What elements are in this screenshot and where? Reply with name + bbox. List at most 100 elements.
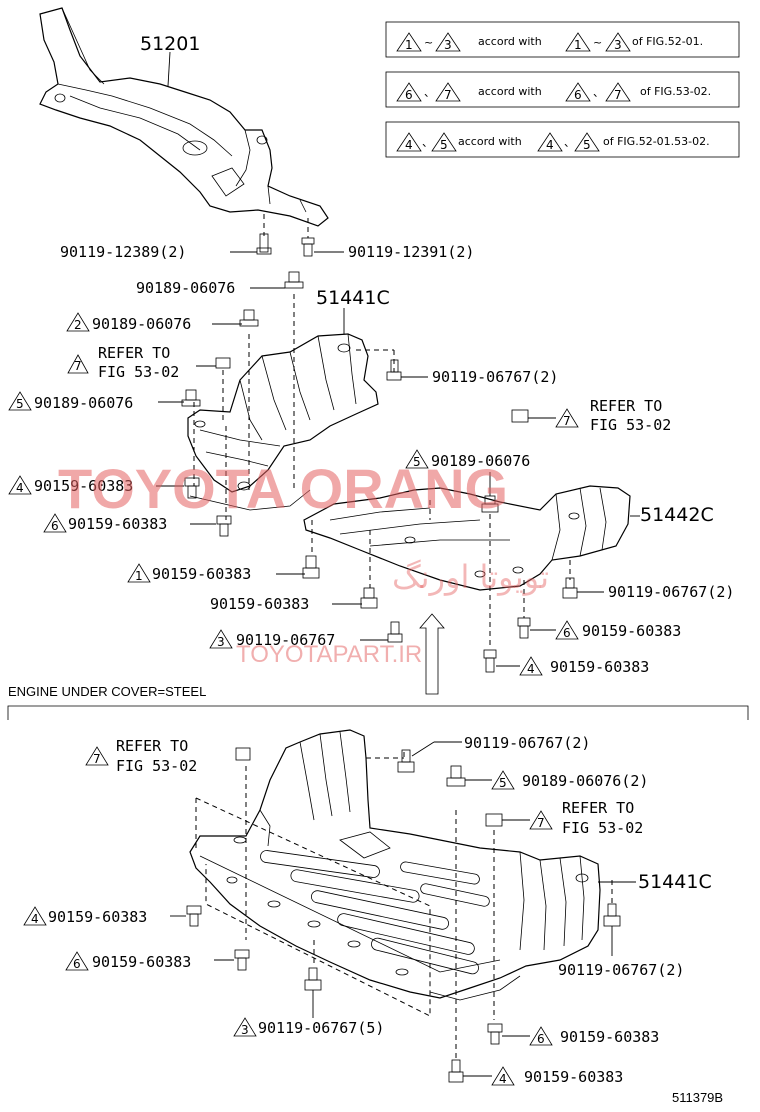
bolt-icon <box>562 577 578 599</box>
bolt-icon <box>186 905 202 927</box>
label-90159-60383-lower-4: 90159-60383 <box>48 908 147 926</box>
refer-to: REFER TO <box>590 397 662 415</box>
note-triangle: 6 <box>574 88 582 102</box>
bolt-icon <box>256 214 272 255</box>
triangle-number: 5 <box>499 776 507 790</box>
bolt-icon <box>301 218 315 257</box>
part-number-51442c: 51442C <box>640 504 714 526</box>
label-90189-06076-lower: 90189-06076(2) <box>522 772 648 790</box>
triangle-number: 7 <box>563 414 571 428</box>
triangle-number: 6 <box>537 1032 545 1046</box>
bolt-icon <box>603 903 621 927</box>
arrow-up-icon <box>419 613 445 695</box>
nut-icon <box>235 747 251 761</box>
bolt-icon <box>448 1059 464 1083</box>
triangle-number: 3 <box>217 635 225 649</box>
triangle-number: 4 <box>31 912 39 926</box>
bolt-icon <box>487 1023 503 1045</box>
label-90159-60383-1: 90159-60383 <box>152 565 251 583</box>
note-triangle: 5 <box>440 138 448 152</box>
label-90119-06767-upper: 90119-06767(2) <box>432 368 558 386</box>
nut-icon <box>511 409 529 423</box>
clip-icon <box>181 389 201 407</box>
label-90159-60383-6b: 90159-60383 <box>582 622 681 640</box>
label-90119-06767-lower-3: 90119-06767(5) <box>258 1019 384 1037</box>
label-90119-06767-right: 90119-06767(2) <box>608 583 734 601</box>
note-text: accord with <box>458 135 522 148</box>
label-90189-06076: 90189-06076 <box>136 279 235 297</box>
refer-fig: FIG 53-02 <box>116 757 197 775</box>
note-triangle: 4 <box>405 138 413 152</box>
bolt-icon <box>386 359 402 381</box>
label-90119-06767-lower-right: 90119-06767(2) <box>558 961 684 979</box>
refer-fig: FIG 53-02 <box>98 363 179 381</box>
label-90119-06767-lower: 90119-06767(2) <box>464 734 590 752</box>
triangle-number: 5 <box>413 455 421 469</box>
svg-text:、: 、 <box>422 136 433 149</box>
watermark-brand: TOYOTA ORANG <box>58 457 508 520</box>
note-triangle: 1 <box>405 38 413 52</box>
clip-icon <box>284 271 304 289</box>
triangle-number: 4 <box>499 1072 507 1086</box>
note-triangle: 6 <box>405 88 413 102</box>
note-triangle: 3 <box>444 38 452 52</box>
bolt-icon <box>216 515 232 537</box>
label-90159-60383-4: 90159-60383 <box>34 477 133 495</box>
svg-text:、: 、 <box>564 136 575 149</box>
label-90189-06076-mid: 90189-06076 <box>431 452 530 470</box>
part-number-51441c-steel: 51441C <box>638 871 712 893</box>
refer-to: REFER TO <box>562 799 634 817</box>
clip-icon <box>481 495 499 513</box>
note-text: accord with <box>478 35 542 48</box>
nut-icon <box>485 813 503 827</box>
svg-text:~: ~ <box>593 36 602 49</box>
label-90159-60383-4b: 90159-60383 <box>550 658 649 676</box>
svg-text:、: 、 <box>593 86 604 99</box>
triangle-number: 6 <box>73 957 81 971</box>
nut-icon <box>215 357 231 369</box>
clip-icon <box>446 765 466 787</box>
label-90159-60383-lower-6: 90159-60383 <box>92 953 191 971</box>
triangle-number: 4 <box>16 481 24 495</box>
watermark-url: TOYOTAPART.IR <box>236 641 422 668</box>
cover-51442c <box>303 485 631 591</box>
section-title: ENGINE UNDER COVER=STEEL <box>8 684 206 699</box>
note-ref: of FIG.52-01. <box>632 35 703 48</box>
note-triangle: 3 <box>614 38 622 52</box>
bolt-icon <box>234 949 250 971</box>
triangle-number: 5 <box>16 397 24 411</box>
triangle-number: 7 <box>93 752 101 766</box>
refer-to: REFER TO <box>98 344 170 362</box>
label-90159-60383-plain: 90159-60383 <box>210 595 309 613</box>
bolt-icon <box>304 967 322 991</box>
bolt-icon <box>397 749 415 773</box>
note-box-1: 1 ~ 3 accord with 1 ~ 3 of FIG.52-01. <box>385 21 740 58</box>
svg-text:~: ~ <box>424 36 433 49</box>
triangle-number: 3 <box>241 1023 249 1037</box>
triangle-number: 6 <box>51 519 59 533</box>
bolt-icon <box>517 617 531 639</box>
crossmember-51201 <box>39 7 329 227</box>
bolt-icon <box>302 555 320 579</box>
label-90159-60383-lower-6b: 90159-60383 <box>560 1028 659 1046</box>
figure-code: 511379B <box>672 1090 723 1105</box>
triangle-number: 7 <box>537 816 545 830</box>
svg-text:、: 、 <box>424 86 435 99</box>
note-box-3: 4 、 5 accord with 4 、 5 of FIG.52-01.53-… <box>385 121 740 158</box>
label-90189-06076-5: 90189-06076 <box>34 394 133 412</box>
triangle-number: 4 <box>527 662 535 676</box>
label-90159-60383-lower-4b: 90159-60383 <box>524 1068 623 1086</box>
bolt-icon <box>483 649 497 673</box>
note-triangle: 7 <box>614 88 622 102</box>
triangle-number: 2 <box>74 318 82 332</box>
triangle-number: 6 <box>563 626 571 640</box>
note-triangle: 1 <box>574 38 582 52</box>
cover-51441c-steel <box>189 729 601 1001</box>
refer-fig: FIG 53-02 <box>590 416 671 434</box>
note-ref: of FIG.52-01.53-02. <box>603 135 710 148</box>
label-90119-06767-3: 90119-06767 <box>236 631 335 649</box>
note-triangle: 5 <box>583 138 591 152</box>
cover-51441c-top <box>187 333 379 511</box>
clip-icon <box>239 309 259 327</box>
